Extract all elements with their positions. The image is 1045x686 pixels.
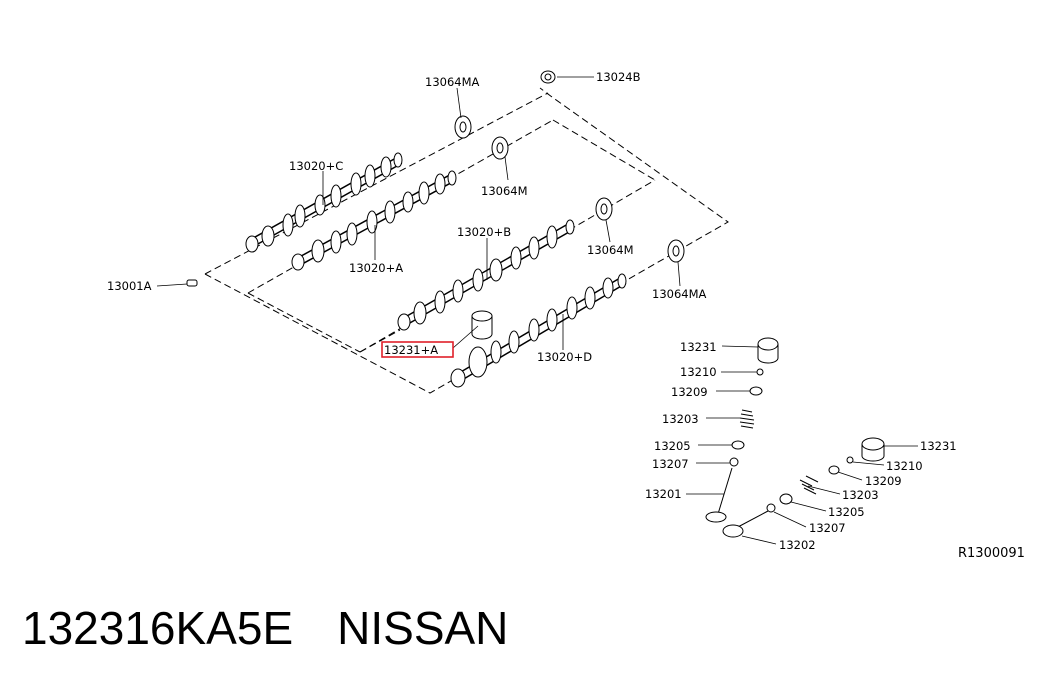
label-13205-1: 13205	[654, 439, 691, 453]
camshaft-13020b	[397, 219, 575, 331]
label-13020c: 13020+C	[289, 159, 343, 173]
label-13207-2: 13207	[809, 521, 846, 535]
label-13064ma-top: 13064MA	[425, 75, 480, 89]
label-13209-2: 13209	[865, 474, 902, 488]
label-13210-1: 13210	[680, 365, 717, 379]
label-13020b: 13020+B	[457, 225, 511, 239]
label-13064m-1: 13064M	[481, 184, 528, 198]
brand-name: NISSAN	[337, 602, 509, 654]
camshaft-13020c	[245, 152, 403, 253]
valve-train-1	[705, 337, 779, 523]
label-13001a: 13001A	[107, 279, 152, 293]
label-13205-2: 13205	[828, 505, 865, 519]
label-13202: 13202	[779, 538, 816, 552]
label-13231a: 13231+A	[384, 343, 438, 357]
part-labels: 13064MA 13024B 13020+C 13064M 13020+A 13…	[107, 70, 1025, 561]
highlight-box	[381, 341, 454, 358]
footer-caption: 132316KA5E NISSAN	[22, 598, 1022, 658]
camshaft-exploded-diagram: 13064MA 13024B 13020+C 13064M 13020+A 13…	[107, 70, 1025, 561]
bolt-and-plug	[186, 70, 556, 287]
label-13231-2: 13231	[920, 439, 957, 453]
label-13207-1: 13207	[652, 457, 689, 471]
camshaft-13020d	[450, 273, 627, 388]
label-13064ma-right: 13064MA	[652, 287, 707, 301]
reference-code: R1300091	[958, 546, 1025, 561]
label-13020a: 13020+A	[349, 261, 403, 275]
label-13203-1: 13203	[662, 412, 699, 426]
label-13231-1: 13231	[680, 340, 717, 354]
signal-plates	[454, 115, 685, 263]
label-13024b: 13024B	[596, 70, 641, 84]
label-13201: 13201	[645, 487, 682, 501]
label-13020d: 13020+D	[537, 350, 592, 364]
valve-lifter-13231a	[471, 310, 493, 340]
leader-lines	[156, 76, 918, 545]
part-number: 132316KA5E	[22, 602, 294, 654]
camshaft-13020a	[291, 170, 457, 271]
label-13210-2: 13210	[886, 459, 923, 473]
label-13064m-2: 13064M	[587, 243, 634, 257]
label-13203-2: 13203	[842, 488, 879, 502]
label-13209-1: 13209	[671, 385, 708, 399]
valve-train-2	[722, 437, 885, 538]
